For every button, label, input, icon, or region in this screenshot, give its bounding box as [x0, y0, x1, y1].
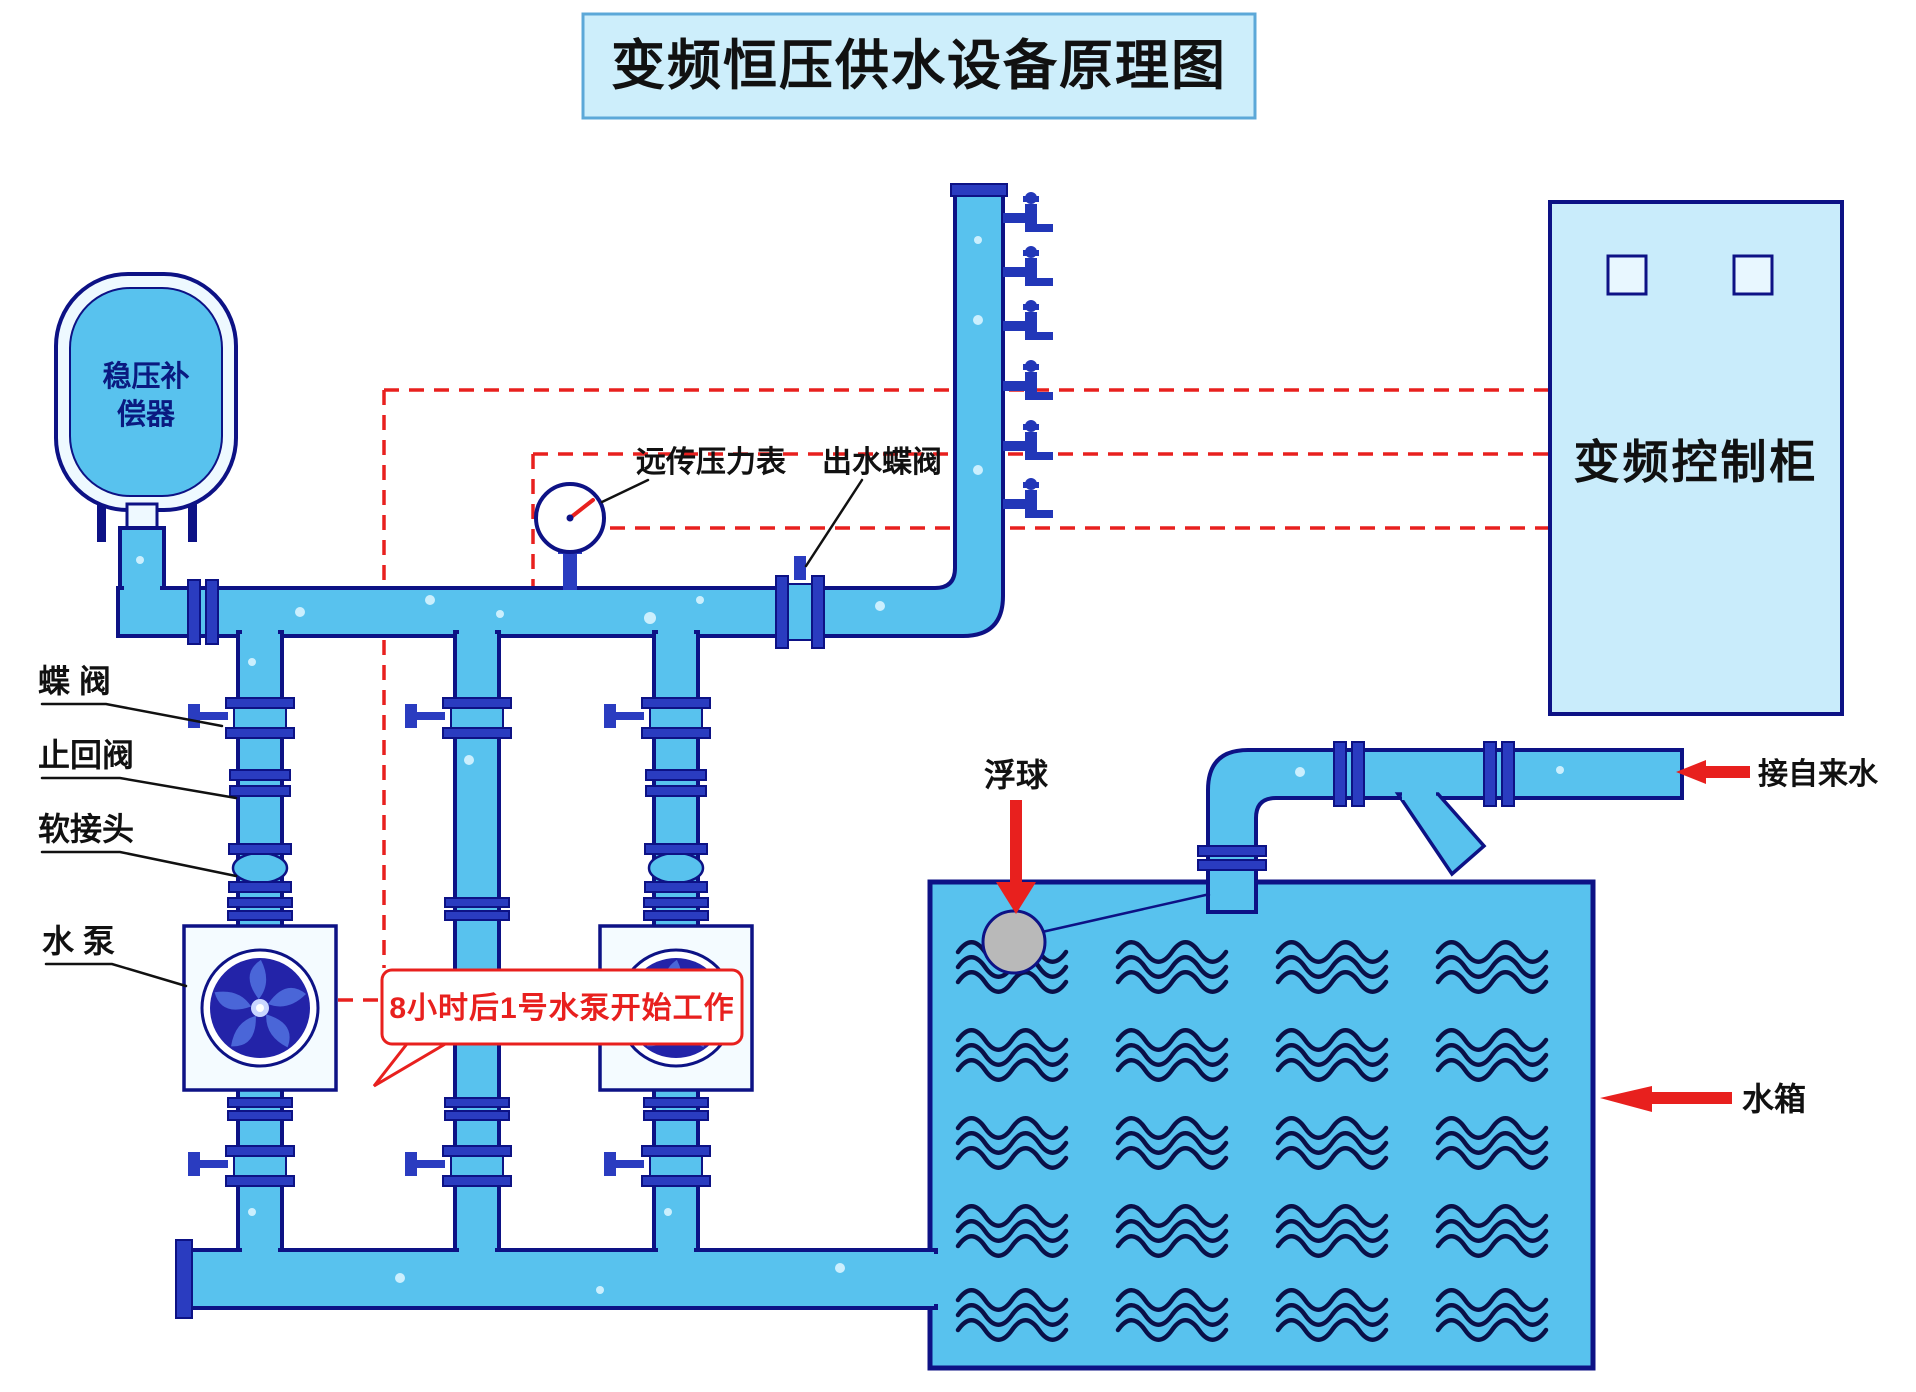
tank-labels: 浮球 接自来水 水箱 — [984, 757, 1879, 1117]
tap-water-inlet-label: 接自来水 — [1758, 758, 1879, 791]
flange-icon — [1197, 741, 1515, 871]
water-tank — [927, 879, 1596, 1371]
faucet-icon — [1003, 300, 1053, 340]
compensator-tank: 稳压补 偿器 — [54, 272, 238, 542]
wye-branch-icon — [1394, 792, 1487, 877]
red-arrow-left-icon — [1676, 760, 1750, 784]
page-title: 变频恒压供水设备原理图 — [611, 36, 1227, 96]
soft-joint-icon — [227, 842, 293, 894]
butterfly-valve-icon — [404, 697, 512, 739]
water-drop-dots — [136, 236, 1564, 1294]
main-header-pipe — [116, 188, 1005, 638]
butterfly-valve-label: 蝶 阀 — [38, 663, 111, 699]
butterfly-valve-icon — [187, 697, 295, 739]
check-valve-label: 止回阀 — [38, 737, 134, 773]
compensator-label-line1: 稳压补 — [102, 359, 189, 393]
cabinet-vent-icon — [1732, 254, 1774, 296]
callout-bubble: 8小时后1号水泵开始工作 — [372, 968, 744, 1088]
faucet-icon — [1003, 246, 1053, 286]
soft-joint-label: 软接头 — [38, 811, 134, 847]
riser-top-flange-icon — [950, 183, 1008, 197]
float-ball-icon — [981, 909, 1047, 975]
callout-text: 8小时后1号水泵开始工作 — [389, 992, 734, 1025]
float-arm — [1041, 892, 1211, 934]
faucet-icon — [1003, 360, 1053, 400]
outlet-butterfly-valve-icon — [775, 556, 825, 649]
soft-joint-icon — [643, 842, 709, 894]
flange-icon — [187, 579, 219, 645]
water-tank-label: 水箱 — [1742, 1081, 1806, 1117]
inlet-pipe — [1197, 741, 1684, 914]
suction-manifold-pipe — [184, 1248, 938, 1310]
component-labels: 蝶 阀 止回阀 软接头 水 泵 远传压力表 出水蝶阀 — [38, 446, 942, 988]
tap-branches — [1003, 192, 1053, 518]
butterfly-valve-icon — [603, 697, 711, 739]
float-ball — [981, 892, 1211, 975]
gauge-needle-icon — [568, 498, 595, 520]
water-pump-label: 水 泵 — [42, 923, 115, 959]
red-arrow-down-icon — [996, 800, 1036, 914]
pressure-gauge — [534, 482, 606, 590]
compensator-label-line2: 偿器 — [117, 398, 176, 431]
control-cabinet: 变频控制柜 — [1548, 200, 1844, 716]
butterfly-valve-icon — [404, 1145, 512, 1187]
butterfly-valve-icon — [187, 1145, 295, 1187]
pump-fan-icon — [182, 924, 338, 1092]
outlet-butterfly-valve-label: 出水蝶阀 — [822, 446, 942, 479]
butterfly-valve-icon — [603, 1145, 711, 1187]
cabinet-vent-icon — [1606, 254, 1648, 296]
manifold-end-flange-icon — [175, 1239, 193, 1319]
red-arrow-left-icon — [1600, 1086, 1732, 1112]
faucet-icon — [1003, 192, 1053, 232]
control-cabinet-label: 变频控制柜 — [1574, 436, 1819, 488]
title-box: 变频恒压供水设备原理图 — [581, 12, 1257, 120]
remote-pressure-gauge-label: 远传压力表 — [636, 446, 786, 479]
faucet-icon — [1003, 478, 1053, 518]
float-ball-label: 浮球 — [984, 757, 1049, 793]
